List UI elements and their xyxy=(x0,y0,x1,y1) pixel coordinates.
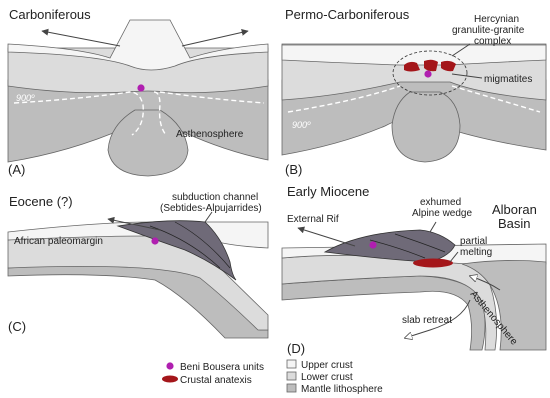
panel-d-crustal-anatexis xyxy=(413,259,453,268)
panel-c-title: Eocene (?) xyxy=(9,194,73,209)
panel-b-beni-bousera-unit xyxy=(424,70,431,77)
panel-b-complex-line3: complex xyxy=(474,36,511,47)
panel-b-letter: (B) xyxy=(285,162,302,177)
legend-beni-bousera-swatch xyxy=(166,362,173,369)
panel-d-basin-line1: Alboran xyxy=(492,202,537,217)
panel-a-extension-arrow-right xyxy=(182,31,248,46)
panel-b-asthenosphere-plume xyxy=(392,92,460,162)
panel-b-migmatites-label: migmatites xyxy=(484,74,532,85)
legend-mantle-swatch xyxy=(287,384,296,392)
panel-d-basin-line2: Basin xyxy=(498,216,531,231)
panel-d-letter: (D) xyxy=(287,341,305,356)
panel-a-beni-bousera-unit xyxy=(137,84,144,91)
panel-d-wedge-line2: Alpine wedge xyxy=(412,208,472,219)
panel-a: 900º Carboniferous Asthenosphere (A) xyxy=(8,7,268,177)
legend-upper-crust-swatch xyxy=(287,360,296,368)
panel-c-letter: (C) xyxy=(8,319,26,334)
panel-d-beni-bousera-unit xyxy=(369,241,376,248)
panel-d-wedge-line1: exhumed xyxy=(420,197,461,208)
legend-lower-crust-swatch xyxy=(287,372,296,380)
panel-c-channel-line1: subduction channel xyxy=(172,192,258,203)
legend-anatexis-label: Crustal anatexis xyxy=(180,375,252,386)
panel-d-melt-line2: melting xyxy=(460,247,492,258)
legend: Beni Bousera units Crustal anatexis Uppe… xyxy=(162,360,383,395)
panel-c-margin-label: African paleomargin xyxy=(14,236,103,247)
legend-beni-bousera-label: Beni Bousera units xyxy=(180,362,264,373)
panel-d-melt-line1: partial xyxy=(460,236,487,247)
panel-a-isotherm-label: 900º xyxy=(16,93,35,103)
panel-d: Early Miocene External Rif exhumed Alpin… xyxy=(282,184,546,356)
legend-anatexis-swatch xyxy=(162,376,178,383)
legend-mantle-label: Mantle lithosphere xyxy=(301,384,383,395)
panel-a-extension-arrow-left xyxy=(42,31,120,46)
panel-d-slab-label: slab retreat xyxy=(402,315,452,326)
panel-b-complex-line2: granulite-granite xyxy=(452,25,525,36)
panel-c-channel-line2: (Sebtides-Alpujarrides) xyxy=(160,203,262,214)
panel-b: 900º Permo-Carboniferous Hercynian granu… xyxy=(282,7,546,177)
panel-b-upper-crust xyxy=(282,45,546,65)
panel-c: Eocene (?) subduction channel (Sebtides-… xyxy=(8,192,268,338)
panel-b-complex-line1: Hercynian xyxy=(474,14,519,25)
panel-d-leader-wedge xyxy=(430,222,436,232)
panel-b-isotherm-label: 900º xyxy=(292,120,311,130)
panel-d-title: Early Miocene xyxy=(287,184,369,199)
legend-lower-crust-label: Lower crust xyxy=(301,372,353,383)
panel-a-letter: (A) xyxy=(8,162,25,177)
panel-d-mantle-lithosphere xyxy=(282,276,485,350)
panel-d-rif-label: External Rif xyxy=(287,214,339,225)
panel-a-asthenosphere-label: Asthenosphere xyxy=(176,129,244,140)
panel-a-title: Carboniferous xyxy=(9,7,91,22)
panel-d-exhumation-arrow xyxy=(298,228,355,246)
legend-upper-crust-label: Upper crust xyxy=(301,360,353,371)
panel-c-beni-bousera-unit xyxy=(151,237,158,244)
panel-b-title: Permo-Carboniferous xyxy=(285,7,410,22)
